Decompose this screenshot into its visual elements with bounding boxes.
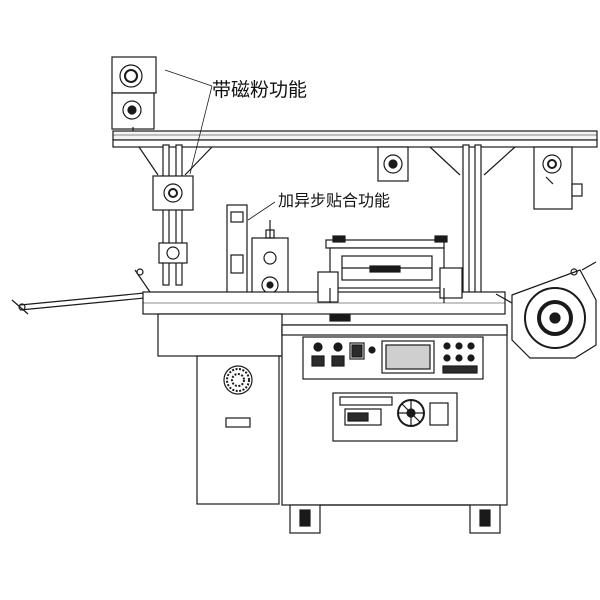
magnetic-powder-label: 带磁粉功能	[212, 79, 307, 101]
overhead-beam	[112, 130, 598, 148]
step-lamination-label: 加异步贴合功能	[278, 191, 390, 210]
left-feed-arm	[11, 268, 156, 315]
service-door	[332, 392, 458, 442]
leader-lines	[164, 69, 276, 221]
fan-grille-icon	[223, 365, 253, 395]
left-frame	[138, 144, 213, 286]
handwheel-icon	[397, 399, 425, 427]
rewind-wheel-icon	[495, 261, 597, 359]
diecut-station	[317, 235, 463, 322]
beam-reel-icon	[377, 146, 409, 182]
right-reel-icon	[533, 146, 583, 210]
electrical-cabinet	[196, 355, 292, 505]
step-lamination-unit	[226, 204, 289, 304]
control-panel-icon	[302, 336, 484, 380]
work-table	[142, 291, 506, 357]
reel-holder-icon	[111, 56, 157, 131]
